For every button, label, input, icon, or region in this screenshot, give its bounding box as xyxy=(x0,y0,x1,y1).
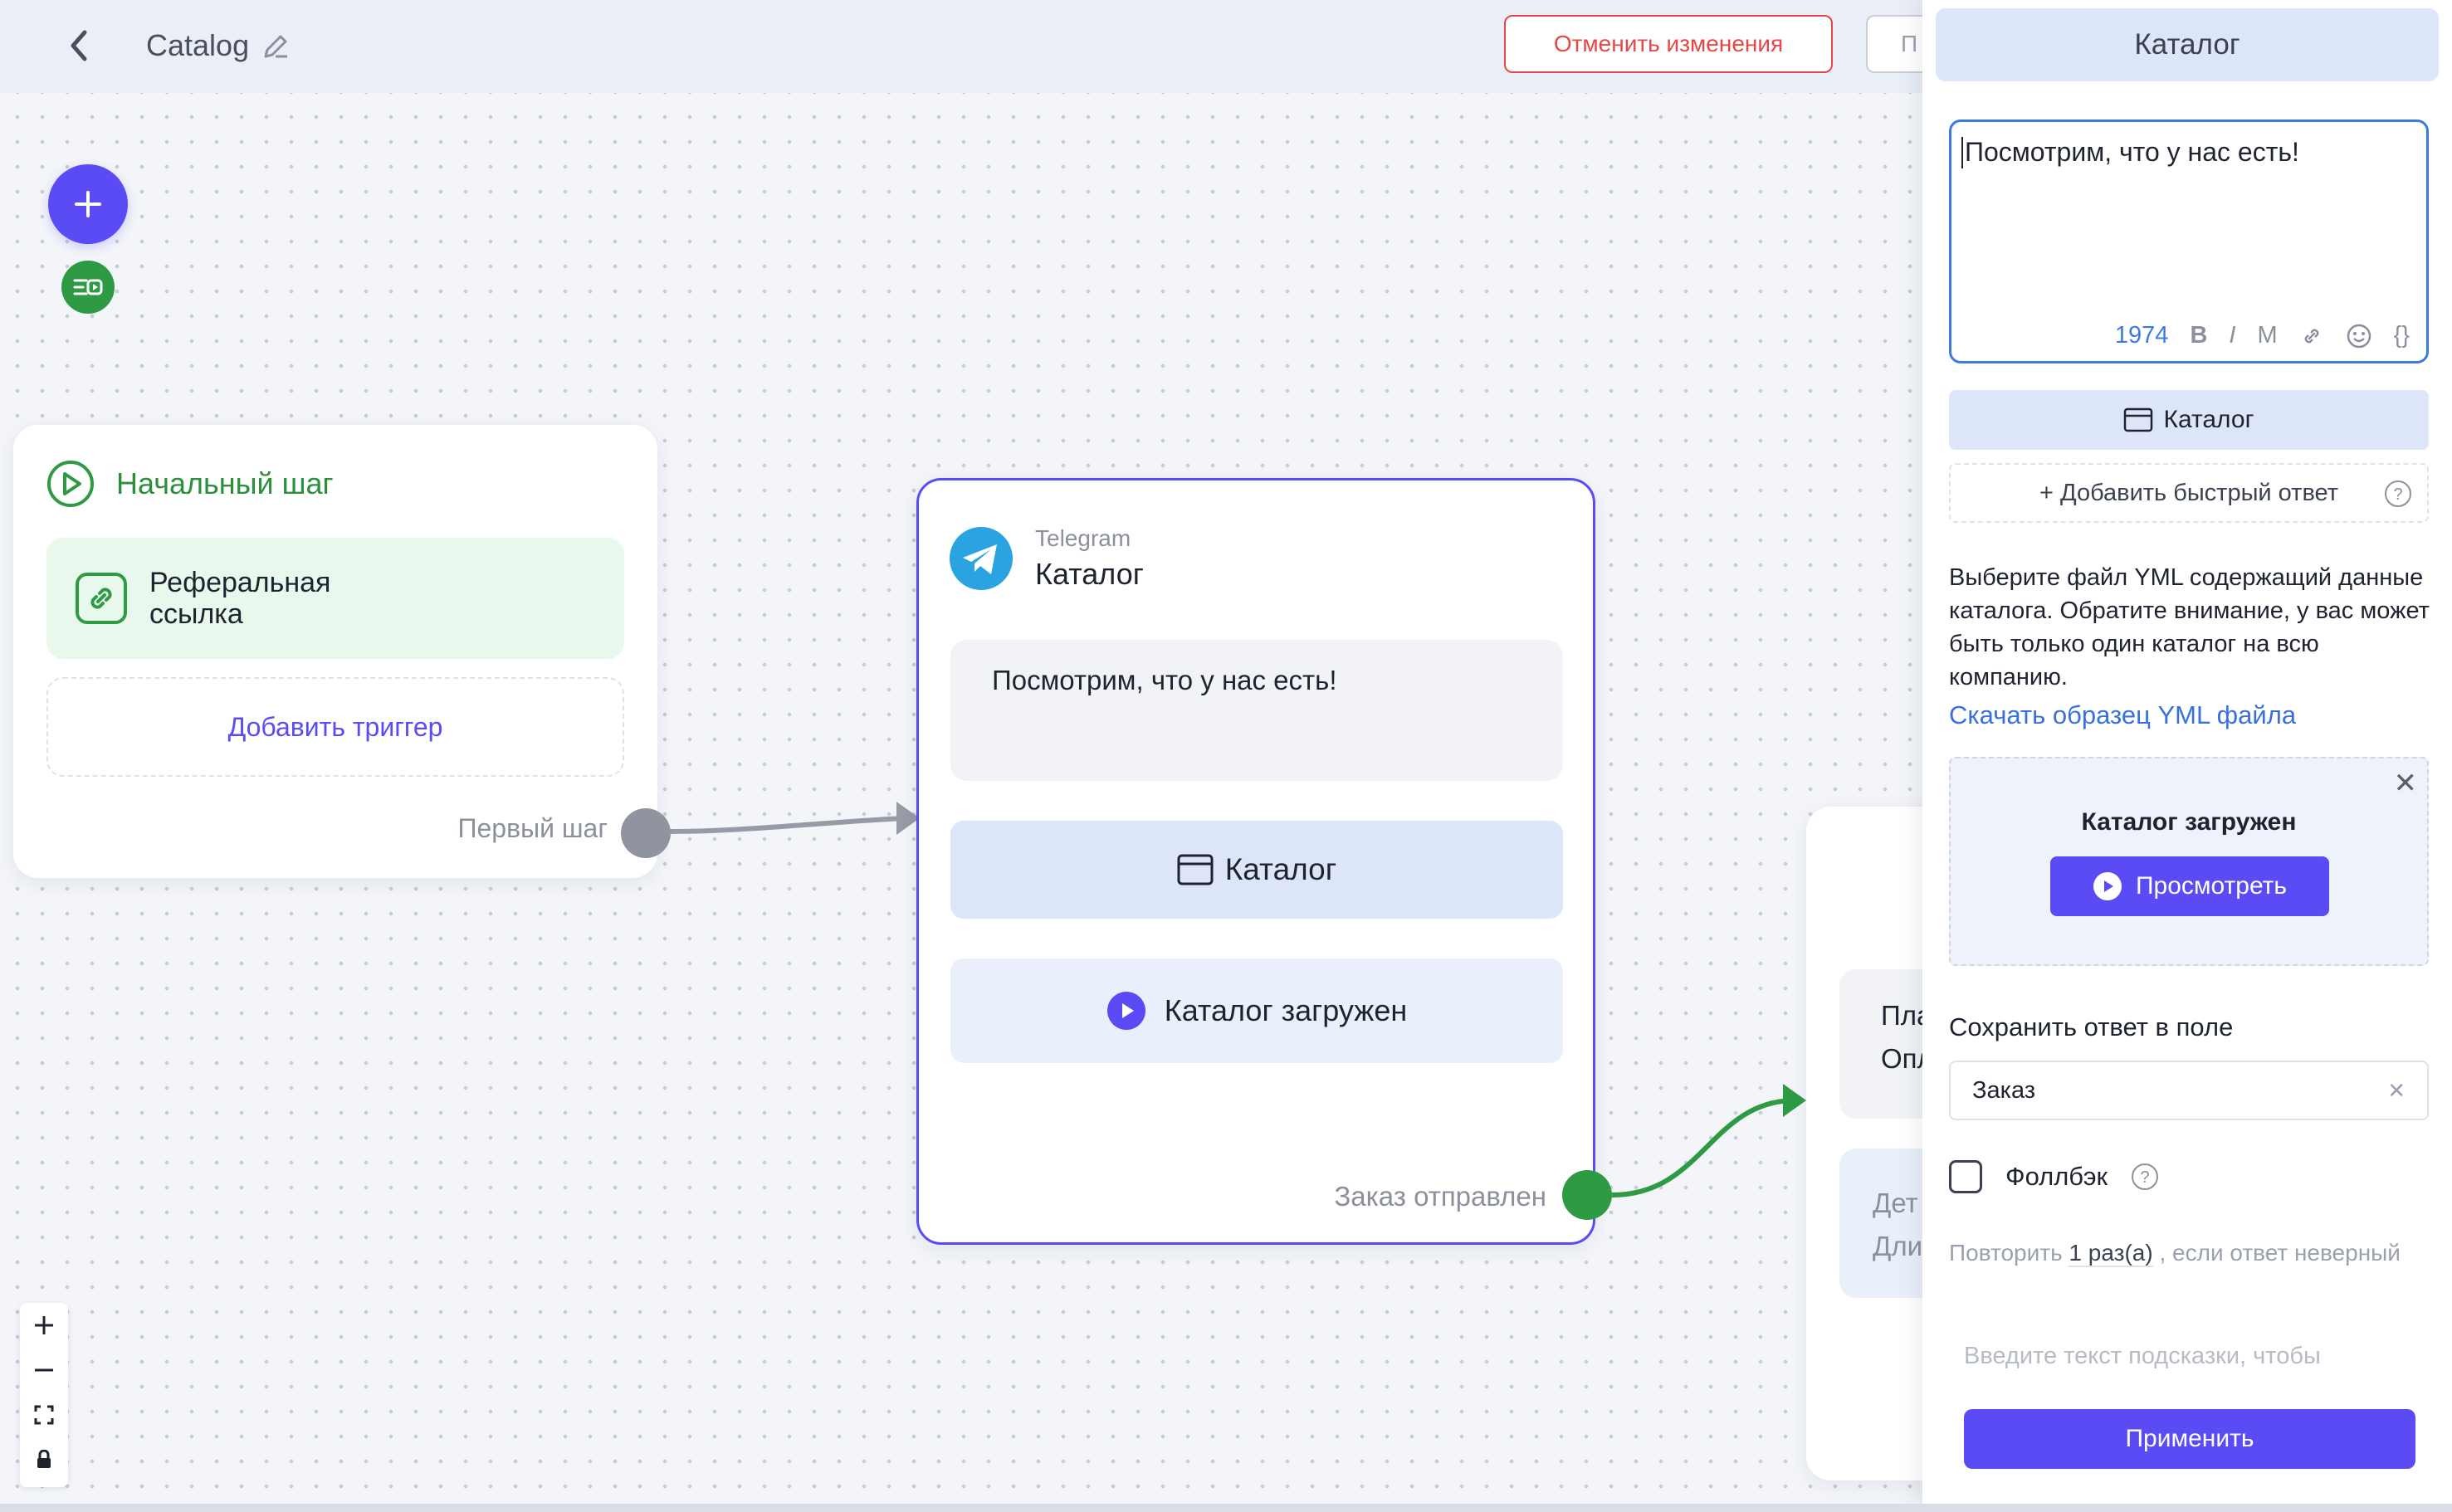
edge-catalog-to-next xyxy=(1611,1098,1792,1197)
start-node[interactable]: Начальный шаг Реферальная ссылка Добавит… xyxy=(13,425,657,878)
save-answer-field[interactable]: Заказ ✕ xyxy=(1949,1061,2429,1120)
start-node-header: Начальный шаг xyxy=(46,460,334,508)
catalog-window-icon xyxy=(2124,407,2153,432)
save-answer-label: Сохранить ответ в поле xyxy=(1949,1012,2234,1041)
upload-status-title: Каталог загружен xyxy=(2081,808,2297,836)
repeat-settings: Повторить 1 раз(а) , если ответ неверный xyxy=(1949,1232,2434,1275)
order-sent-port[interactable] xyxy=(1562,1170,1612,1220)
svg-text:?: ? xyxy=(2393,485,2402,504)
clear-icon[interactable]: ✕ xyxy=(2387,1077,2406,1103)
preview-catalog-button[interactable]: Просмотреть xyxy=(2050,856,2329,916)
repeat-count-input[interactable]: 1 раз(а) xyxy=(2069,1240,2153,1267)
catalog-upload-box[interactable]: ✕ Каталог загружен Просмотреть xyxy=(1949,757,2429,966)
zoom-in-button[interactable] xyxy=(20,1303,68,1348)
start-node-title: Начальный шаг xyxy=(116,466,334,500)
download-yml-sample-link[interactable]: Скачать образец YML файла xyxy=(1949,700,2297,729)
node-message-bubble: Посмотрим, что у нас есть! xyxy=(950,640,1563,781)
apply-button[interactable]: Применить xyxy=(1964,1409,2415,1469)
panel-catalog-button-label: Каталог xyxy=(2163,406,2254,433)
edge-arrowhead-gray xyxy=(896,802,920,835)
add-node-button[interactable] xyxy=(48,164,128,244)
repeat-prefix: Повторить xyxy=(1949,1240,2063,1266)
play-circle-icon xyxy=(2093,872,2122,900)
minus-icon xyxy=(35,1368,53,1372)
fallback-row: Фоллбэк ? xyxy=(1949,1160,2159,1193)
add-trigger-button[interactable]: Добавить триггер xyxy=(46,677,624,777)
zoom-out-button[interactable] xyxy=(20,1348,68,1393)
node-catalog-button[interactable]: Каталог xyxy=(950,821,1563,919)
link-icon[interactable] xyxy=(2299,324,2324,349)
node-catalog-loaded-label: Каталог загружен xyxy=(1164,993,1408,1027)
panel-title: Каталог xyxy=(1936,8,2439,81)
templates-button[interactable] xyxy=(61,261,115,314)
step-settings-panel: Каталог Посмотрим, что у нас есть! 1974 … xyxy=(1922,0,2452,1512)
first-step-port-label: Первый шаг xyxy=(457,813,608,843)
hint-input[interactable]: Введите текст подсказки, чтобы xyxy=(1949,1328,2429,1369)
referral-link-trigger[interactable]: Реферальная ссылка xyxy=(46,538,624,659)
fallback-checkbox[interactable] xyxy=(1949,1160,1982,1193)
list-play-icon xyxy=(73,279,103,295)
monospace-button[interactable]: M xyxy=(2257,322,2278,349)
repeat-suffix: , если ответ неверный xyxy=(2159,1240,2401,1266)
add-quick-reply-button[interactable]: + Добавить быстрый ответ ? xyxy=(1949,463,2429,523)
back-button[interactable] xyxy=(58,25,100,66)
catalog-node-title: Каталог xyxy=(1035,557,1144,591)
fullscreen-icon xyxy=(34,1405,54,1425)
cancel-changes-button[interactable]: Отменить изменения xyxy=(1504,15,1833,73)
trigger-label: Реферальная ссылка xyxy=(149,567,331,630)
pencil-icon xyxy=(264,35,287,58)
message-editor[interactable]: Посмотрим, что у нас есть! 1974 B I M {} xyxy=(1949,119,2429,363)
editor-toolbar: 1974 B I M {} xyxy=(2115,322,2410,349)
char-count: 1974 xyxy=(2114,322,2169,349)
zoom-controls xyxy=(20,1303,68,1487)
lock-button[interactable] xyxy=(20,1437,68,1482)
telegram-icon xyxy=(950,527,1013,590)
help-icon[interactable]: ? xyxy=(2384,480,2412,508)
panel-catalog-button[interactable]: Каталог xyxy=(1949,390,2429,450)
node-catalog-loaded-button[interactable]: Каталог загружен xyxy=(950,958,1563,1063)
next-node-partial[interactable]: Пла Опл Дет Дли xyxy=(1806,807,1939,1480)
edge-start-to-catalog xyxy=(668,816,906,834)
order-sent-port-label: Заказ отправлен xyxy=(1334,1181,1546,1212)
link-icon xyxy=(76,573,127,624)
bottom-edge xyxy=(0,1504,2452,1512)
catalog-window-icon xyxy=(1177,854,1214,885)
italic-button[interactable]: I xyxy=(2229,322,2236,349)
add-quick-reply-label: + Добавить быстрый ответ xyxy=(2039,479,2338,506)
catalog-node-titles: Telegram Каталог xyxy=(1035,525,1144,592)
bold-button[interactable]: B xyxy=(2190,322,2208,349)
emoji-icon[interactable] xyxy=(2346,323,2372,349)
channel-label: Telegram xyxy=(1035,525,1131,551)
lock-icon xyxy=(37,1450,51,1468)
variables-icon[interactable]: {} xyxy=(2393,322,2410,349)
next-node-text: Дет xyxy=(1873,1188,1918,1218)
close-icon[interactable]: ✕ xyxy=(2393,768,2418,799)
flow-title: Catalog xyxy=(146,28,250,62)
plus-icon xyxy=(35,1316,53,1334)
node-catalog-button-label: Каталог xyxy=(1224,852,1337,886)
catalog-node-header: Telegram Каталог xyxy=(949,525,1144,592)
help-icon[interactable]: ? xyxy=(2131,1163,2159,1191)
hint-placeholder: Введите текст подсказки, чтобы xyxy=(1964,1343,2321,1369)
edit-title-button[interactable] xyxy=(259,30,292,63)
fallback-label: Фоллбэк xyxy=(2005,1162,2108,1191)
save-answer-value: Заказ xyxy=(1972,1076,2036,1104)
svg-text:?: ? xyxy=(2141,1168,2150,1187)
next-node-text: Дли xyxy=(1873,1231,1923,1261)
play-circle-icon xyxy=(1106,992,1145,1030)
yml-description: Выберите файл YML содержащий данные ката… xyxy=(1949,564,2430,690)
chevron-left-icon xyxy=(71,30,87,61)
preview-button-label: Просмотреть xyxy=(2135,872,2288,900)
first-step-port[interactable] xyxy=(621,808,671,858)
fit-view-button[interactable] xyxy=(20,1393,68,1437)
message-text[interactable]: Посмотрим, что у нас есть! xyxy=(1961,137,2299,168)
play-circle-icon xyxy=(47,461,94,507)
catalog-node[interactable]: Telegram Каталог Посмотрим, что у нас ес… xyxy=(916,478,1595,1245)
edge-arrowhead-green xyxy=(1783,1084,1806,1117)
plus-icon xyxy=(75,191,101,217)
